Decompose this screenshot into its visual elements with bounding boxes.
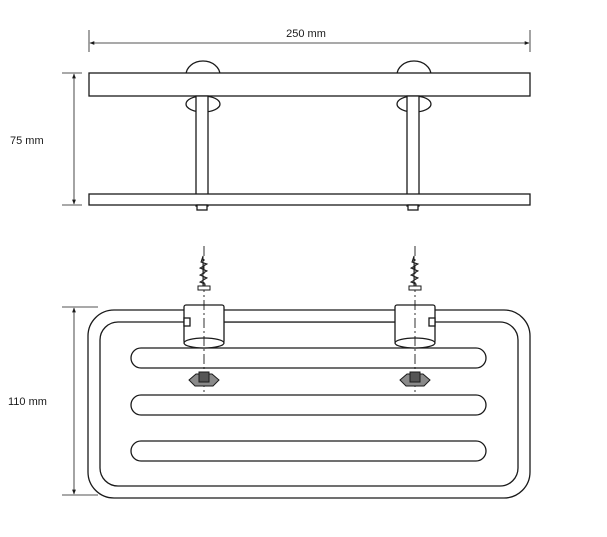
- depth-dimension: 110 mm: [8, 306, 98, 496]
- tray-slot-1: [130, 347, 487, 369]
- top-bar: [88, 72, 531, 97]
- right-rosette: [396, 60, 432, 76]
- top-view: 110 mm: [8, 246, 531, 499]
- height-label: 75 mm: [10, 135, 44, 147]
- left-wall-plug: [188, 371, 220, 387]
- width-dimension: 250 mm: [88, 28, 531, 52]
- side-view: 250 mm 75 mm: [10, 28, 531, 211]
- left-rod: [195, 95, 209, 207]
- right-wall-plug: [399, 371, 431, 387]
- height-dimension: 75 mm: [10, 72, 82, 206]
- width-label: 250 mm: [286, 28, 326, 40]
- tray-slot-2: [130, 394, 487, 416]
- right-screw: [408, 255, 422, 291]
- left-rosette: [185, 60, 221, 76]
- right-rod: [406, 95, 420, 207]
- tray-slot-3: [130, 440, 487, 462]
- depth-label: 110 mm: [8, 396, 47, 408]
- left-screw: [197, 255, 211, 291]
- bottom-bar: [88, 193, 531, 206]
